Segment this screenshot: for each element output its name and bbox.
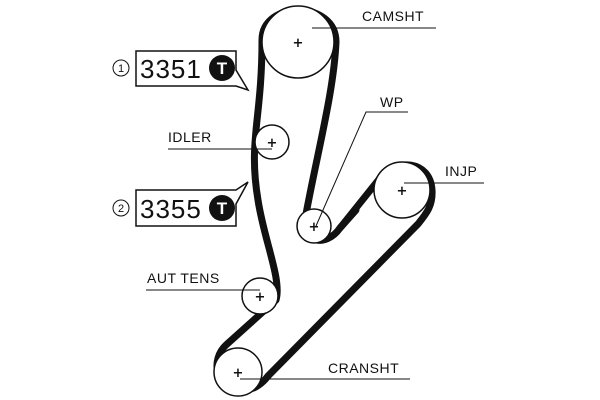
camshaft-center-mark: + (293, 36, 304, 51)
crankshaft-center-mark: + (233, 366, 244, 381)
crankshaft-pulley: + (213, 347, 263, 397)
injection-pump-pulley: + (373, 161, 431, 219)
water-pump-callout: WP (315, 94, 408, 227)
water-pump-center-mark: + (309, 220, 320, 235)
idler-pulley: + (254, 124, 290, 160)
part-number-tag-1: 1 3351 T (112, 50, 250, 92)
part-number-2: 3355 (140, 194, 202, 224)
step-number-2: 2 (118, 203, 124, 215)
crankshaft-callout: CRANSHT (240, 360, 410, 380)
water-pump-pulley: + (296, 208, 332, 244)
idler-callout: IDLER (168, 129, 272, 150)
camshaft-label: CAMSHT (362, 8, 424, 24)
injection-pump-callout: INJP (404, 163, 484, 184)
timing-badge-letter-1: T (217, 59, 228, 78)
injection-pump-label: INJP (445, 163, 477, 179)
crankshaft-label: CRANSHT (328, 360, 399, 376)
auto-tensioner-pulley: + (241, 277, 279, 315)
timing-badge-icon (209, 195, 235, 221)
auto-tensioner-label: AUT TENS (147, 270, 220, 286)
part-number-1: 3351 (140, 54, 202, 84)
idler-center-mark: + (267, 136, 278, 151)
timing-badge-icon (209, 55, 235, 81)
water-pump-label: WP (380, 94, 404, 110)
auto-tensioner-center-mark: + (255, 290, 266, 305)
step-number-1: 1 (118, 63, 124, 75)
idler-label: IDLER (168, 129, 212, 145)
timing-badge-letter-2: T (217, 199, 228, 218)
camshaft-pulley: + (261, 5, 335, 79)
auto-tensioner-callout: AUT TENS (146, 270, 260, 291)
part-number-tag-2: 2 3355 T (112, 181, 249, 227)
injection-pump-center-mark: + (397, 184, 408, 199)
camshaft-callout: CAMSHT (312, 8, 436, 29)
